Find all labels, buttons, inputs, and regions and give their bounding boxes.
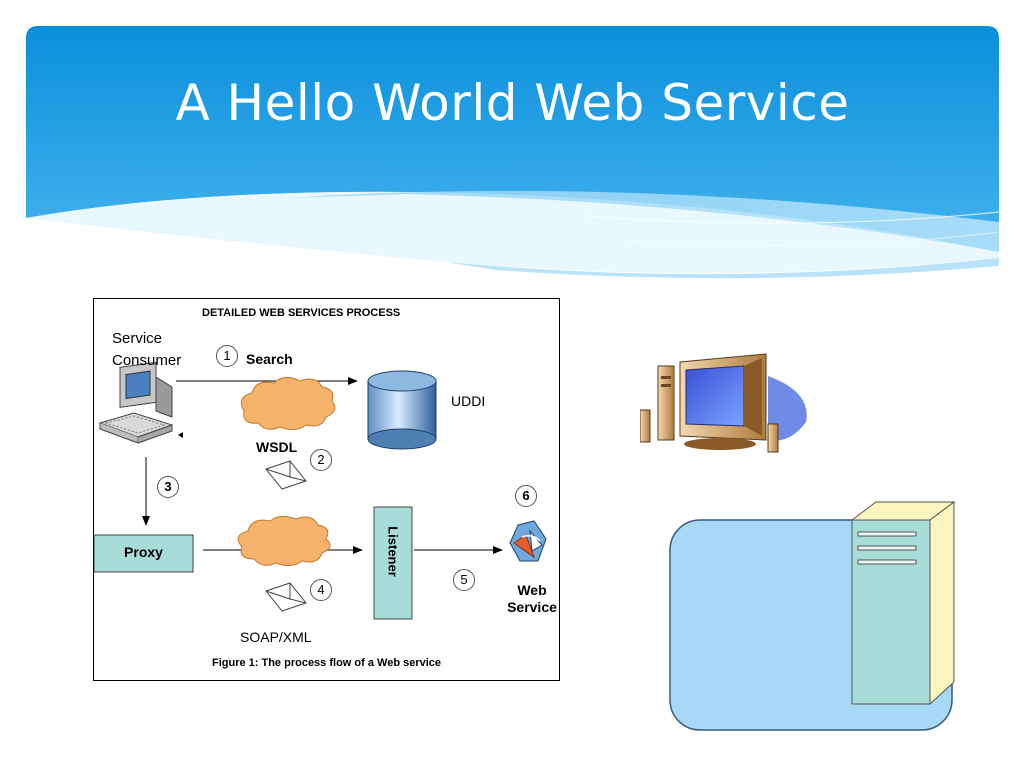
computer-icon — [98, 361, 183, 444]
web-services-diagram: DETAILED WEB SERVICES PROCESS Service Co… — [93, 298, 560, 681]
envelope-icon — [265, 460, 307, 490]
step-5-badge: 5 — [453, 569, 475, 591]
banner-wave-graphic — [26, 26, 999, 279]
envelope-icon — [265, 582, 307, 612]
diagram-title: DETAILED WEB SERVICES PROCESS — [202, 307, 401, 319]
step-4-badge: 4 — [310, 579, 332, 601]
proxy-label: Proxy — [124, 544, 163, 560]
slide-title: A Hello World Web Service — [175, 74, 850, 132]
listener-box — [373, 506, 413, 620]
title-banner — [26, 26, 999, 288]
listener-label: Listener — [385, 526, 401, 577]
search-label: Search — [246, 351, 293, 367]
proxy-box — [94, 534, 194, 573]
soap-xml-label: SOAP/XML — [240, 629, 312, 645]
database-icon — [367, 370, 437, 450]
diagram-graphics — [94, 361, 547, 620]
step-6-badge: 6 — [515, 485, 537, 507]
uddi-label: UDDI — [451, 393, 486, 409]
consumer-line-1: Service — [112, 330, 163, 347]
web-service-line-1: Web — [517, 582, 547, 598]
step-1-badge: 1 — [216, 345, 238, 367]
step-2-badge: 2 — [310, 449, 332, 471]
consumer-line-2: Consumer — [112, 352, 182, 369]
step-3-badge: 3 — [157, 476, 179, 498]
figure-caption: Figure 1: The process flow of a Web serv… — [211, 657, 442, 669]
cloud-icon — [237, 515, 331, 567]
web-service-line-2: Service — [507, 599, 557, 615]
web-service-label: Web Service — [502, 582, 562, 616]
server-tower-icon — [668, 500, 958, 737]
wsdl-label: WSDL — [256, 439, 298, 455]
service-consumer-label: Service Consumer — [112, 328, 181, 372]
desktop-computer-icon — [639, 352, 815, 462]
web-service-icon — [509, 520, 547, 562]
cloud-icon — [240, 377, 336, 431]
